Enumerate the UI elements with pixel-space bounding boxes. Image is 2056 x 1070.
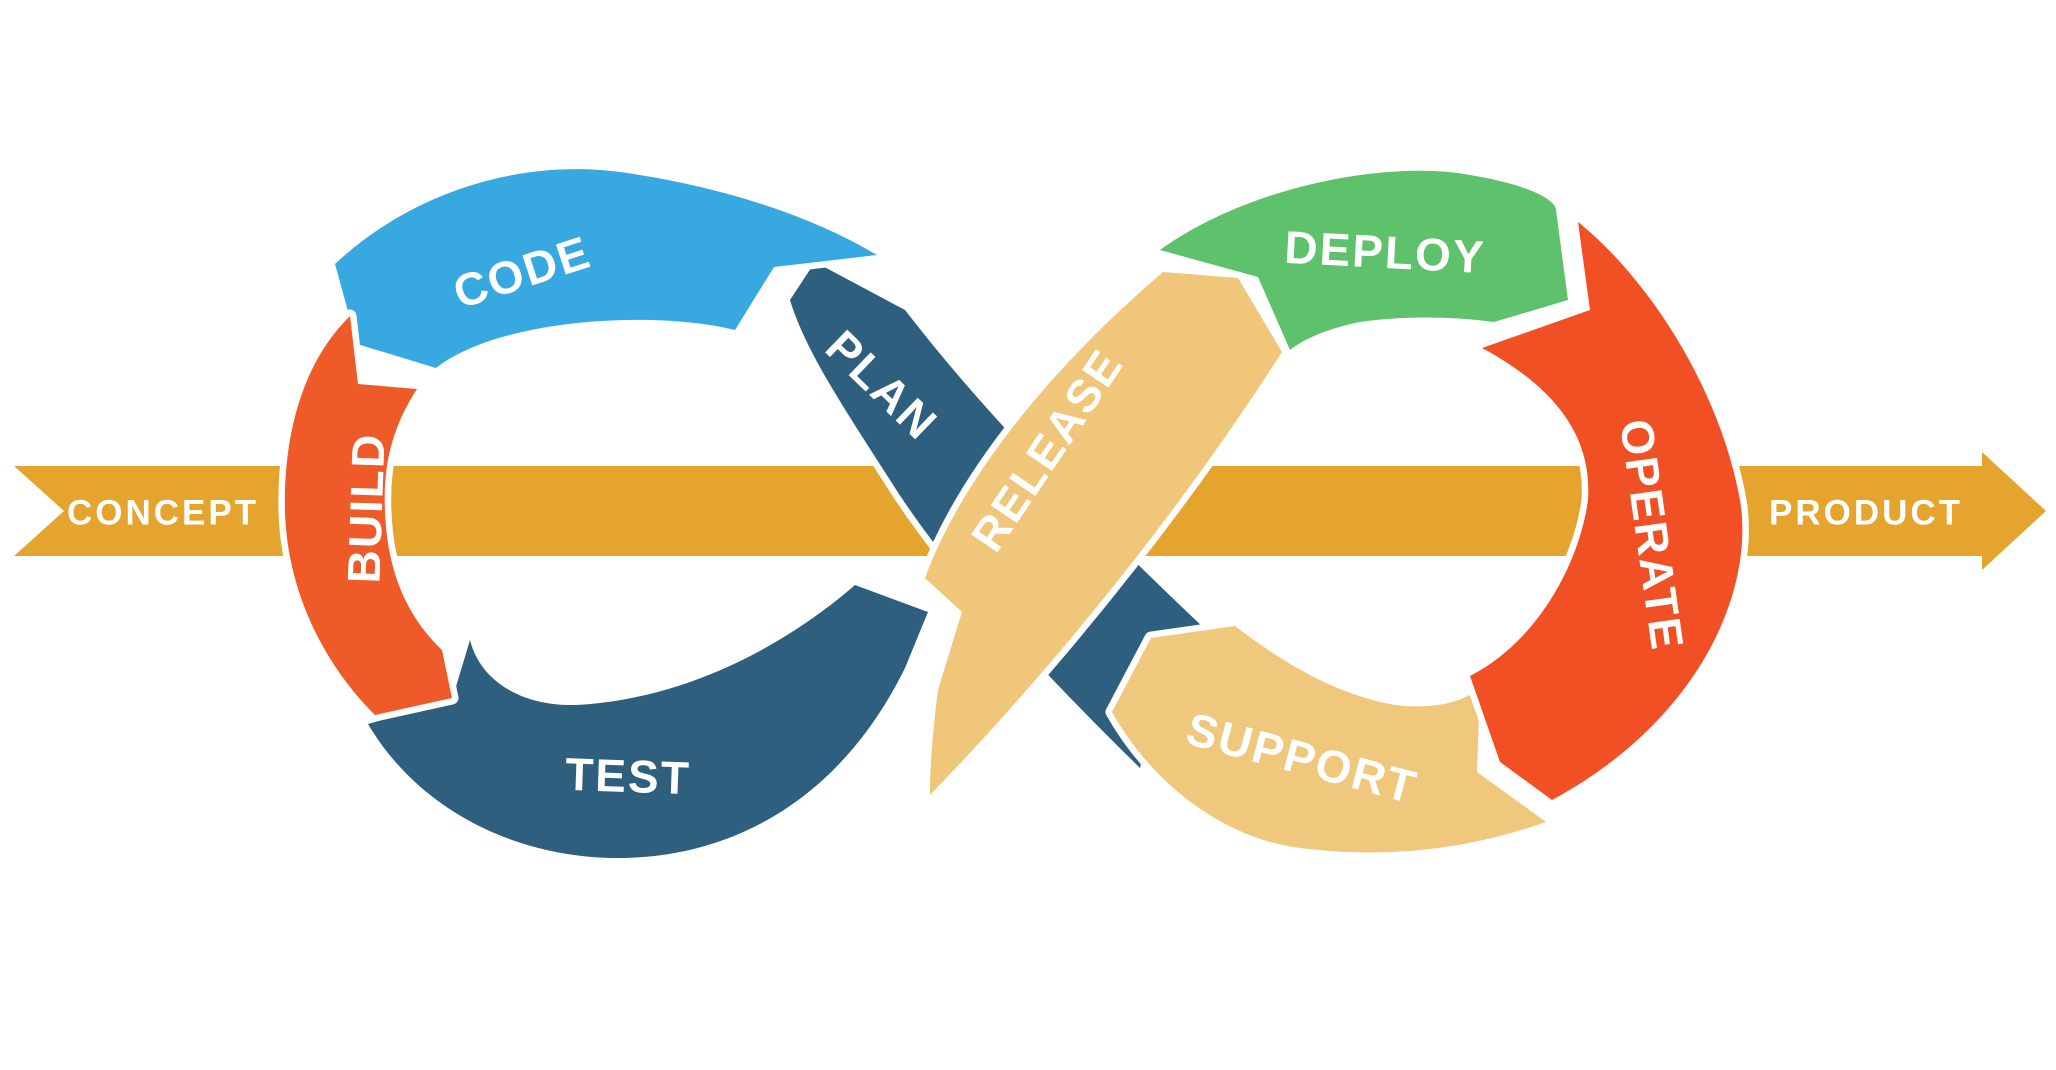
- segment-support: [1105, 619, 1553, 859]
- segment-deploy: [1153, 164, 1575, 357]
- flow-start-label: CONCEPT: [67, 494, 259, 533]
- segment-label-build: BUILD: [337, 432, 394, 584]
- segment-code: [328, 162, 884, 375]
- segment-operate: [1463, 215, 1749, 807]
- flow-end-label: PRODUCT: [1769, 494, 1963, 533]
- segment-label-deploy: DEPLOY: [1283, 221, 1487, 283]
- segment-label-test: TEST: [564, 748, 691, 804]
- segment-test: [361, 578, 935, 865]
- segment-release: [918, 265, 1289, 802]
- segment-build: [278, 309, 459, 722]
